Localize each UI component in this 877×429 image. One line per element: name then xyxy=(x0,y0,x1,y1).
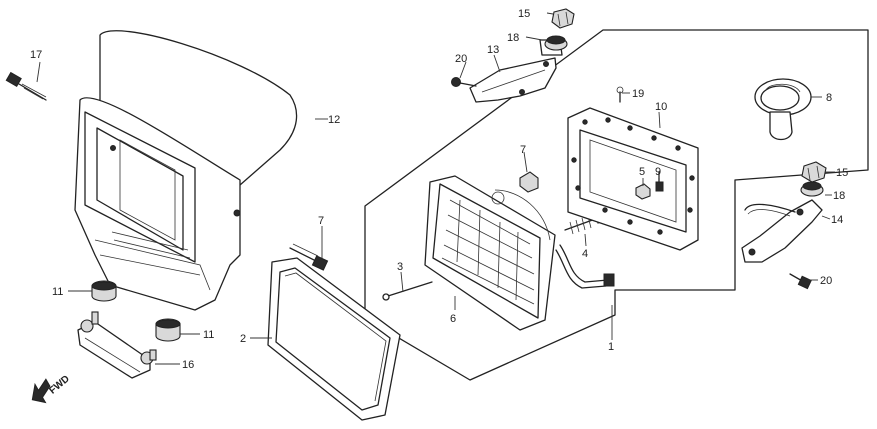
rim-gasket-2 xyxy=(267,257,401,421)
callout-13: 13 xyxy=(487,44,499,56)
callout-17: 17 xyxy=(30,49,42,61)
callout-15-upper: 15 xyxy=(518,8,530,20)
nut-7-box xyxy=(519,171,539,193)
wire-connector xyxy=(603,273,615,287)
callout-20-right: 20 xyxy=(820,275,832,287)
callout-15-right: 15 xyxy=(836,167,848,179)
bolt-20-upper xyxy=(451,77,477,87)
callout-7-box: 7 xyxy=(520,144,526,156)
bracket-14 xyxy=(741,199,823,263)
callout-12: 12 xyxy=(328,114,340,126)
callout-18-upper: 18 xyxy=(507,32,519,44)
fwd-label: FWD xyxy=(47,373,72,396)
nut-15-right xyxy=(801,161,827,183)
headlight-cowl xyxy=(74,30,298,311)
fwd-indicator: FWD xyxy=(31,373,72,404)
callout-8: 8 xyxy=(826,92,832,104)
bolt-20-right xyxy=(789,273,812,290)
callout-2: 2 xyxy=(240,333,246,345)
screw-3 xyxy=(382,281,433,301)
callout-11-upper: 11 xyxy=(52,286,63,298)
grommet-11-upper xyxy=(91,280,117,302)
cover-8 xyxy=(754,78,812,141)
leader-lines xyxy=(36,12,835,365)
callout-19: 19 xyxy=(632,88,644,100)
beam-wire xyxy=(559,244,609,283)
callout-18-right: 18 xyxy=(833,190,845,202)
callout-11-lower: 11 xyxy=(203,329,214,341)
sealed-beam-6 xyxy=(424,175,556,331)
callout-20-upper: 20 xyxy=(455,53,467,65)
callout-3: 3 xyxy=(397,261,403,273)
callout-16: 16 xyxy=(182,359,194,371)
callout-7-left: 7 xyxy=(318,215,324,227)
callout-10: 10 xyxy=(655,101,667,113)
grommet-11-lower xyxy=(155,318,181,342)
mounting-case-10 xyxy=(567,107,699,251)
callout-4: 4 xyxy=(582,248,588,260)
nut-15-upper xyxy=(551,8,575,29)
callout-9: 9 xyxy=(655,166,661,178)
callout-6: 6 xyxy=(450,313,456,325)
collar-18-upper xyxy=(544,35,568,51)
screw-19 xyxy=(616,86,624,103)
bolt-17 xyxy=(5,71,47,101)
nut-5 xyxy=(635,183,651,200)
callout-5: 5 xyxy=(639,166,645,178)
collar-18-right xyxy=(800,181,824,197)
bracket-13 xyxy=(469,39,563,103)
assembly-boundary xyxy=(364,29,869,381)
callout-1: 1 xyxy=(608,341,614,353)
stay-16 xyxy=(77,311,157,379)
callout-14: 14 xyxy=(831,214,843,226)
screw-7-left xyxy=(289,243,329,271)
case-holes xyxy=(571,117,695,235)
callouts: 15 18 13 20 19 10 8 17 12 7 5 9 15 18 14… xyxy=(30,8,848,371)
